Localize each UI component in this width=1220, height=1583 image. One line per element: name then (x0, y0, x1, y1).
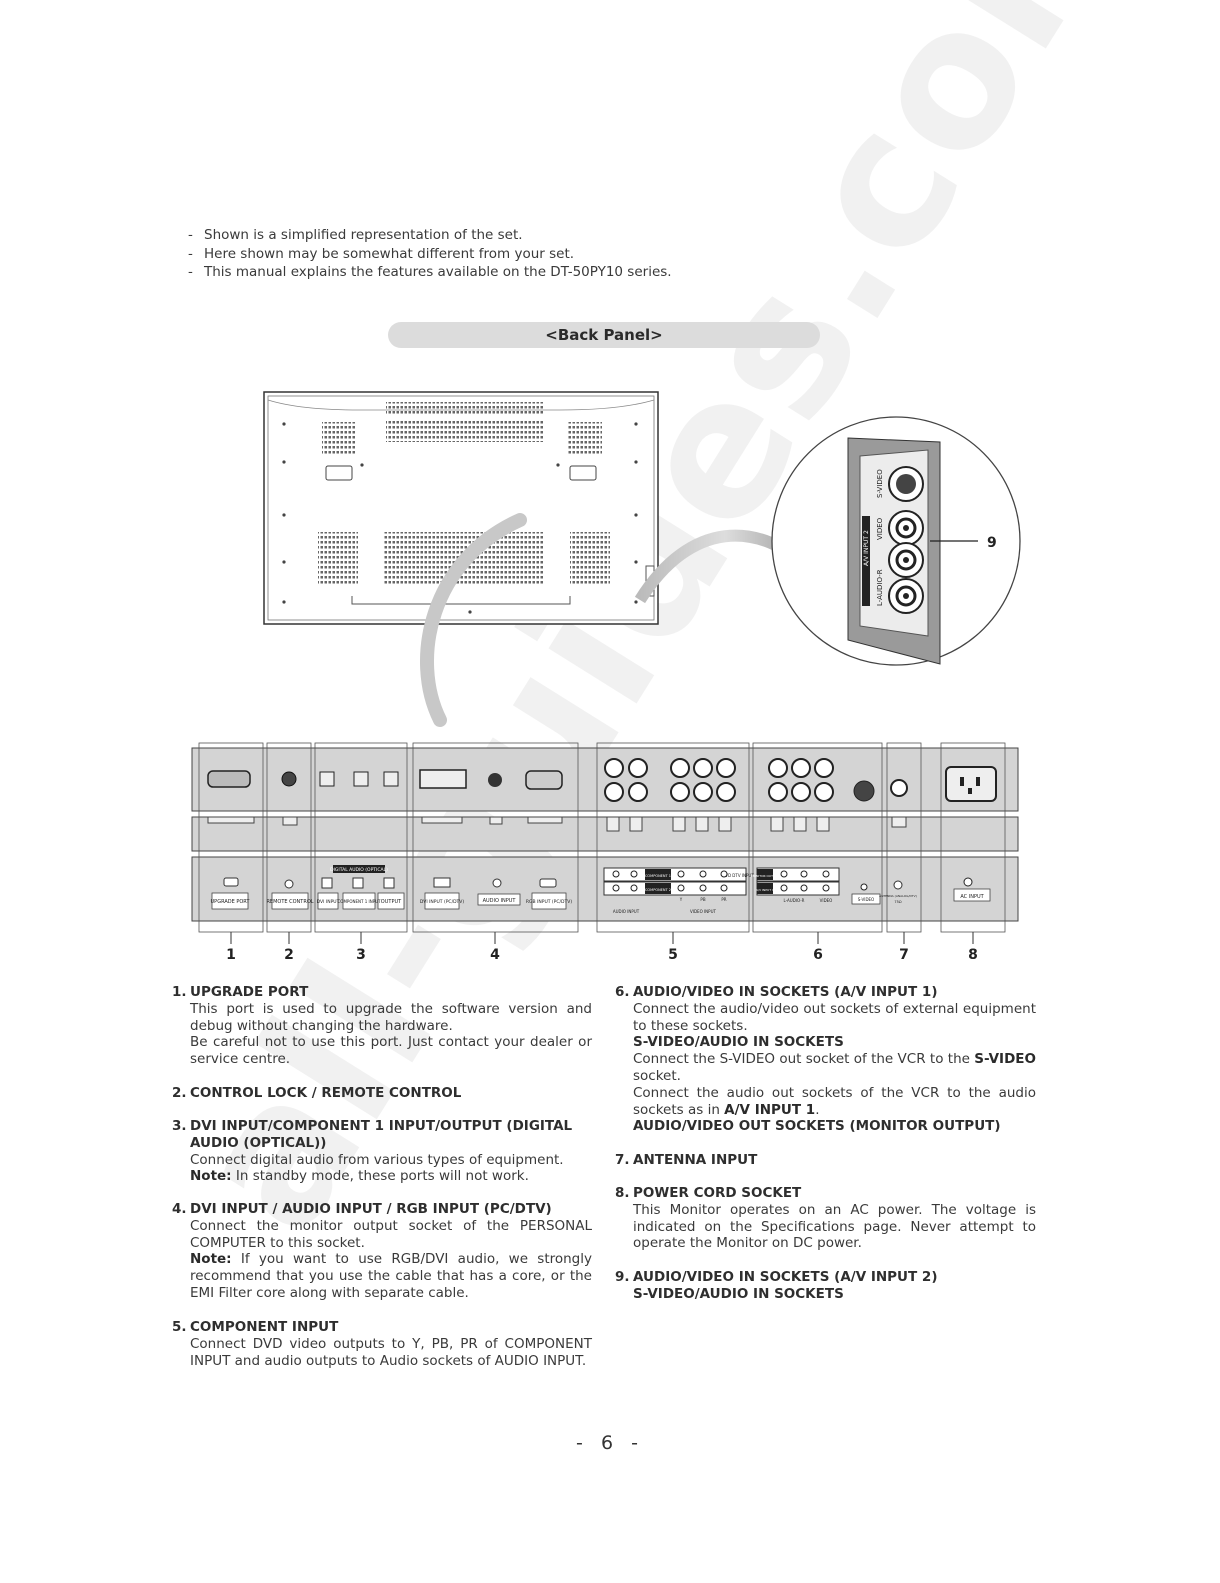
label-s-video: S-VIDEO (858, 897, 874, 902)
callout-number: 7 (899, 947, 909, 963)
callout-number: 1 (226, 947, 236, 963)
note-line: -Here shown may be somewhat different fr… (188, 245, 575, 262)
label-dvi-input-pcdtv: DVI INPUT (PC/DTV) (420, 899, 465, 905)
label-audio-input-small: AUDIO INPUT (613, 909, 640, 914)
callout-label-av-input: A/V INPUT 2 (863, 530, 870, 566)
section-remote-control: 2.CONTROL LOCK / REMOTE CONTROL (172, 1085, 462, 1101)
callout-label-svideo: S-VIDEO (876, 469, 884, 498)
label-component1-input: COMPONENT 1 INPUT (338, 899, 382, 904)
label-video: VIDEO (820, 898, 833, 903)
label-dvd-dtv-input: DVD DTV INPUT (722, 873, 754, 878)
label-y: Y (679, 897, 683, 902)
page-number: - 6 - (576, 1432, 644, 1454)
section-upgrade-port: 1.UPGRADE PORT This port is used to upgr… (172, 984, 592, 1068)
callout-label-video: VIDEO (876, 517, 884, 540)
connector-strip: UPGRADE PORT REMOTE CONTROL DIGITAL AUDI… (191, 742, 1019, 963)
callout-label-audio: L-AUDIO-R (876, 569, 884, 606)
label-audio-input: AUDIO INPUT (483, 898, 517, 904)
label-remote-control: REMOTE CONTROL (266, 899, 313, 905)
label-component1: COMPONENT 1 (645, 874, 671, 878)
label-dvi-input: DVI INPUT (317, 899, 340, 905)
label-antenna-sub: 75Ω (894, 900, 901, 904)
section-power-cord: 8.POWER CORD SOCKET This Monitor operate… (615, 1185, 1036, 1252)
section-component-input: 5.COMPONENT INPUT Connect DVD video outp… (172, 1319, 592, 1369)
callout-number: 3 (356, 947, 366, 963)
back-panel-title: <Back Panel> (388, 322, 820, 348)
label-ac-input: AC INPUT (960, 894, 984, 900)
label-rgb-input: RGB INPUT (PC/DTV) (526, 899, 572, 905)
label-antenna: ANTENNA (ANALOG/DTV) (879, 894, 917, 898)
section-dvi-audio-rgb: 4.DVI INPUT / AUDIO INPUT / RGB INPUT (P… (172, 1201, 592, 1301)
section-av-input2: 9.AUDIO/VIDEO IN SOCKETS (A/V INPUT 2) S… (615, 1269, 938, 1302)
notes-list: -Shown is a simplified representation of… (188, 226, 672, 282)
note-line: -Shown is a simplified representation of… (188, 227, 523, 243)
callout-number: 2 (284, 947, 294, 963)
label-pb: PB (700, 897, 705, 902)
callout-number: 8 (968, 947, 978, 963)
section-antenna: 7.ANTENNA INPUT (615, 1152, 758, 1168)
section-av-input1: 6.AUDIO/VIDEO IN SOCKETS (A/V INPUT 1) C… (615, 984, 1036, 1135)
callout-number: 6 (813, 947, 823, 963)
callout-number-9: 9 (987, 535, 997, 551)
callout-number: 4 (490, 947, 500, 963)
note-line: -This manual explains the features avail… (188, 264, 672, 280)
tv-back-illustration: S-VIDEO VIDEO L-AUDIO-R A/V INPUT 2 9 (263, 391, 1021, 727)
label-pr: PR (721, 897, 726, 902)
label-av-input1: A/V INPUT 1 (756, 888, 774, 892)
label-monitor-output: MONITOR OUTPUT (751, 874, 779, 878)
label-upgrade-port: UPGRADE PORT (211, 899, 251, 905)
label-output: OUTPUT (381, 899, 402, 905)
label-audio-lr: L-AUDIO-R (784, 898, 805, 903)
callout-number: 5 (668, 947, 678, 963)
label-video-input: VIDEO INPUT (690, 909, 716, 914)
label-digital-audio: DIGITAL AUDIO (OPTICAL) (330, 867, 388, 873)
section-dvi-component: 3.DVI INPUT/COMPONENT 1 INPUT/OUTPUT (DI… (172, 1118, 573, 1185)
label-component2: COMPONENT 2 (645, 888, 671, 892)
